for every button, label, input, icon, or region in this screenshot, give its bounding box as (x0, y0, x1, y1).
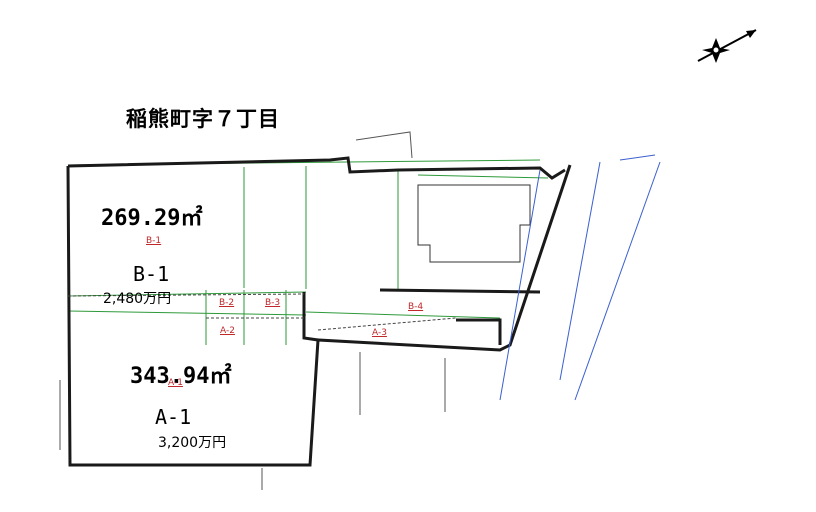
neighbor-parcels (59, 131, 446, 490)
lot-b1-code: B-1 (146, 236, 162, 246)
lot-a1-area: 343.94㎡ (130, 364, 232, 389)
area-heading: 稲熊町字７丁目 (126, 107, 280, 131)
north-arrow-icon (697, 29, 757, 63)
survey-lines (67, 159, 549, 345)
lot-a1-price: 3,200万円 (158, 435, 227, 451)
lot-b4-code: B-4 (408, 302, 424, 312)
lot-divisions (67, 293, 457, 331)
lot-a2-code: A-2 (220, 326, 235, 336)
lot-a1-code: A-1 (168, 378, 183, 388)
lot-a3-code: A-3 (372, 328, 387, 338)
road (499, 154, 661, 401)
lot-b1-label: B-1 (133, 262, 170, 286)
lot-b1-price: 2,480万円 (103, 291, 172, 307)
lot-b3-code: B-3 (265, 298, 281, 308)
lot-a1-label: A-1 (155, 405, 192, 429)
building-outline (417, 184, 531, 263)
lot-b1-area: 269.29㎡ (101, 206, 203, 231)
lot-b2-code: B-2 (219, 298, 235, 308)
